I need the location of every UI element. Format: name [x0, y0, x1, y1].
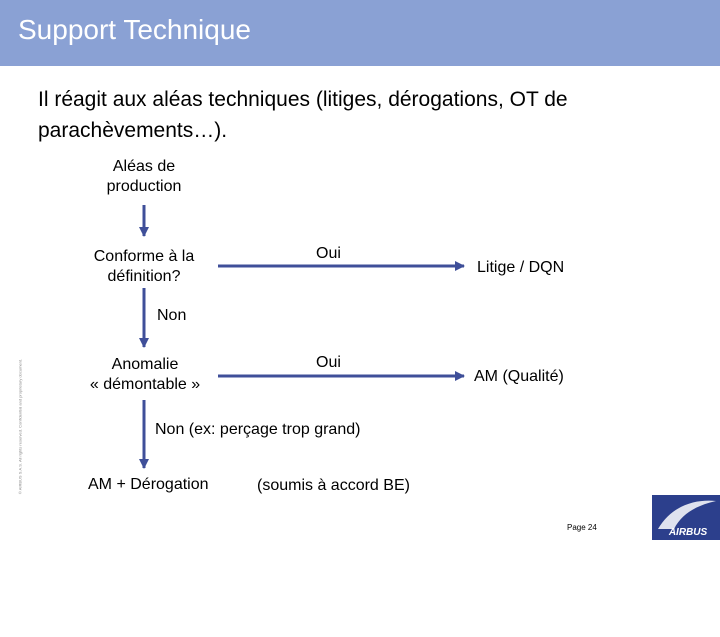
end-node: AM + Dérogation [88, 476, 209, 493]
airbus-logo: AIRBUS [652, 495, 720, 540]
confidentiality-notice: © AIRBUS S.A.S. All rights reserved. Con… [17, 358, 23, 495]
label-q2-yes: Oui [316, 354, 341, 371]
page-title: Support Technique [18, 14, 251, 45]
start-node: Aléas de production [106, 158, 182, 195]
label-q2-no: Non (ex: perçage trop grand) [155, 421, 361, 438]
page-number: Page 24 [567, 523, 597, 532]
result-am-qualite: AM (Qualité) [474, 368, 564, 385]
question-conforme: Conforme à la définition? [93, 248, 195, 285]
title-bar: Support Technique [0, 0, 720, 66]
logo-text: AIRBUS [668, 527, 708, 538]
label-q1-yes: Oui [316, 245, 341, 262]
question-anomalie: Anomalie « démontable » [89, 356, 201, 393]
label-q1-no: Non [157, 307, 187, 324]
end-note: (soumis à accord BE) [257, 477, 410, 494]
result-litige-dqn: Litige / DQN [477, 259, 565, 276]
flow-arrows [139, 205, 465, 469]
intro-text: Il réagit aux aléas techniques (litiges,… [38, 88, 568, 142]
